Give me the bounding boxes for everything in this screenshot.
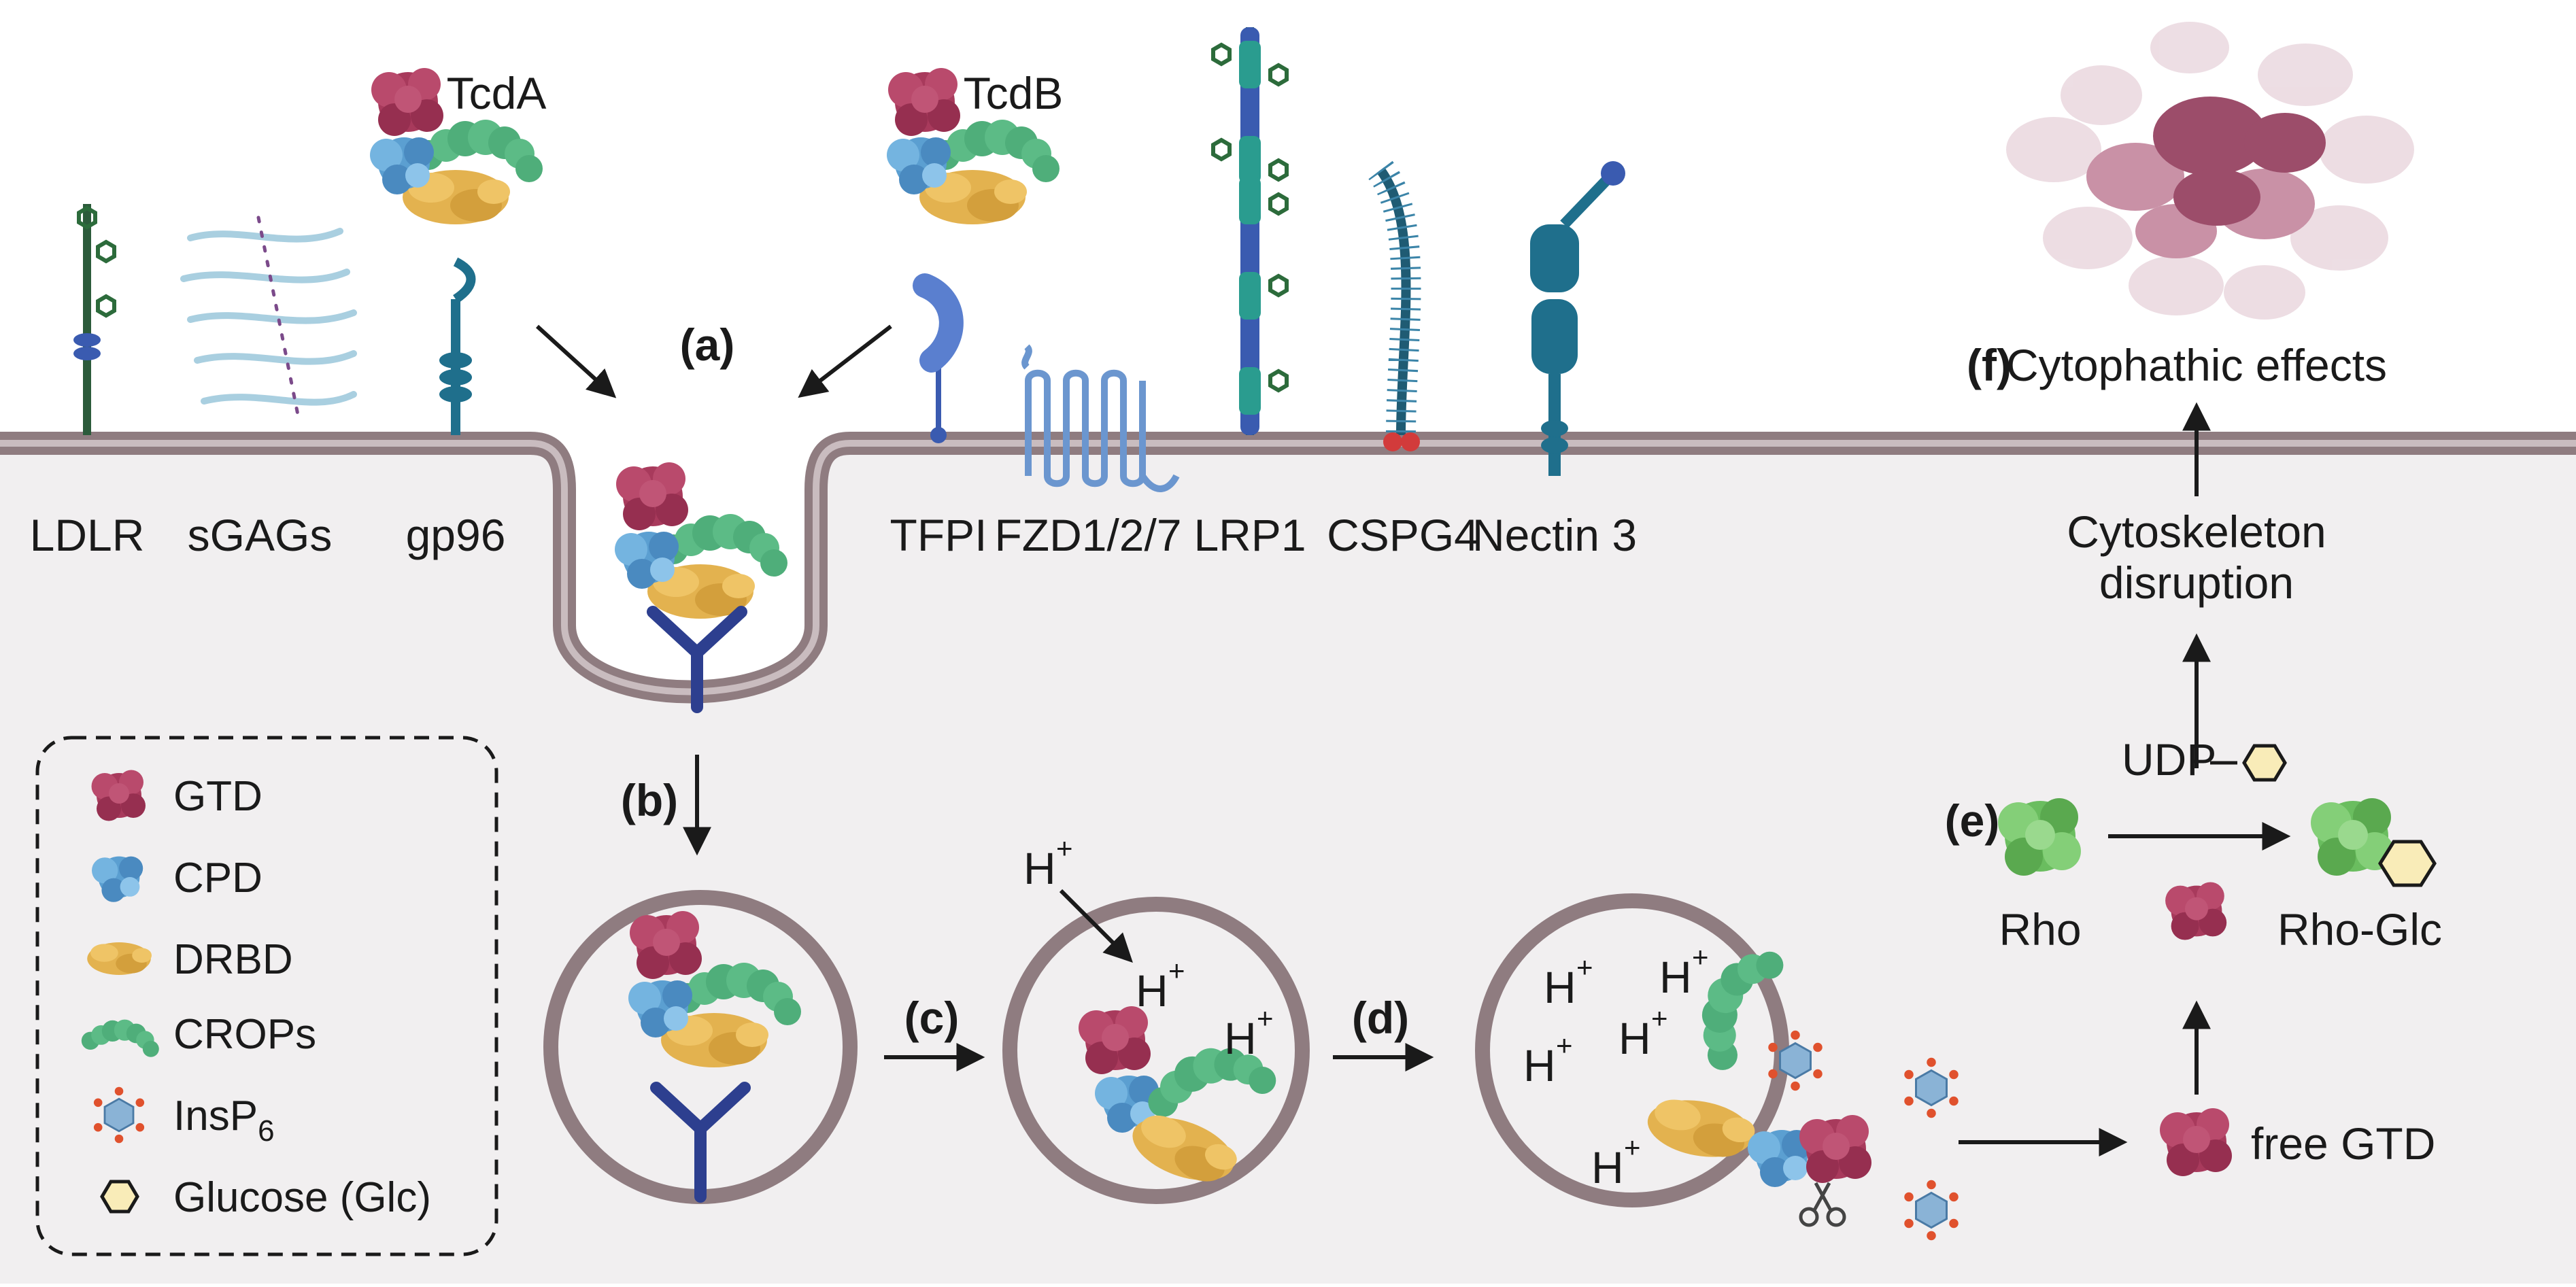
legend-gtd: GTD	[91, 770, 262, 821]
proton-endosome-3-d: H +	[1523, 1029, 1573, 1091]
svg-text:+: +	[1624, 1131, 1641, 1163]
step-b-label: (b)	[621, 775, 678, 825]
proton-endosome-2-a: H +	[1136, 955, 1185, 1016]
svg-text:+: +	[1692, 941, 1709, 973]
legend-cpd: CPD	[92, 855, 262, 902]
step-f-label: (f)	[1967, 340, 2012, 390]
endosome-2	[1002, 897, 1310, 1204]
proton-endosome-3-b: H +	[1659, 941, 1709, 1002]
tfpi-label: TFPI	[890, 510, 987, 560]
legend-insp6: InsP6	[92, 1086, 275, 1148]
cytoskeleton-label-line1: Cytoskeleton	[2067, 507, 2326, 557]
nectin3-label: Nectin 3	[1472, 510, 1637, 560]
legend-glucose: Glucose (Glc)	[100, 1174, 431, 1221]
svg-text:+: +	[1257, 1002, 1274, 1034]
tcda-label: TcdA	[447, 68, 547, 118]
svg-text:H: H	[1523, 1040, 1556, 1091]
fzd-label: FZD1/2/7	[994, 510, 1181, 560]
free-gtd-label: free GTD	[2251, 1118, 2435, 1169]
svg-text:H: H	[1619, 1013, 1651, 1063]
rho-glc-protein	[2311, 798, 2437, 887]
nectin3-receptor	[1530, 161, 1625, 476]
svg-text:H: H	[1023, 843, 1056, 893]
pit-toxin	[615, 462, 787, 619]
svg-text:+: +	[1651, 1002, 1668, 1034]
tfpi-receptor	[913, 273, 964, 443]
rho-protein	[1998, 798, 2081, 876]
arrow-proton-entry	[1059, 889, 1133, 963]
proton-endosome-3-e: H +	[1591, 1131, 1641, 1192]
svg-text:H: H	[1224, 1013, 1257, 1063]
step-a-label: (a)	[680, 320, 735, 370]
sgags-chains	[180, 216, 357, 424]
svg-text:+: +	[1056, 832, 1073, 864]
svg-text:DRBD: DRBD	[173, 936, 293, 983]
gp96-receptor	[439, 257, 476, 435]
svg-text:+: +	[1576, 951, 1593, 983]
cspg4-label: CSPG4	[1327, 510, 1479, 560]
fzd-receptor	[1021, 344, 1180, 492]
cytopathic-label: Cytophathic effects	[2006, 340, 2387, 390]
svg-text:Glucose (Glc): Glucose (Glc)	[173, 1174, 431, 1221]
svg-text:+: +	[1168, 955, 1185, 986]
svg-text:CROPs: CROPs	[173, 1011, 316, 1058]
proton-outside: H +	[1023, 832, 1073, 893]
svg-text:CPD: CPD	[173, 855, 262, 902]
scissors-icon	[1799, 1182, 1846, 1227]
step-d-label: (d)	[1352, 993, 1409, 1043]
ldlr-receptor	[73, 204, 114, 435]
arrow-tcda-to-endocytosis	[535, 324, 617, 398]
arrow-tcdb-to-endocytosis	[798, 324, 892, 398]
gp96-label: gp96	[406, 510, 506, 560]
step-e-label: (e)	[1945, 795, 2000, 846]
endosome-1-receptor	[650, 1082, 751, 1203]
pit-receptor	[647, 606, 747, 713]
proton-endosome-3-a: H +	[1544, 951, 1593, 1012]
proton-endosome-2-b: H +	[1224, 1002, 1274, 1063]
step-c-label: (c)	[904, 993, 960, 1043]
rho-glc-label: Rho-Glc	[2277, 904, 2442, 955]
udp-label: UDP	[2122, 734, 2216, 785]
legend-crops: CROPs	[81, 1011, 316, 1058]
sgags-label: sGAGs	[188, 510, 333, 560]
svg-text:H: H	[1591, 1142, 1624, 1192]
legend-box	[35, 736, 498, 1256]
tcdb-label: TcdB	[964, 68, 1064, 118]
svg-text:H: H	[1544, 962, 1576, 1012]
svg-text:+: +	[1556, 1029, 1573, 1061]
svg-text:InsP6: InsP6	[173, 1093, 275, 1148]
catalytic-gtd	[2165, 882, 2227, 940]
lrp1-label: LRP1	[1193, 510, 1306, 560]
lrp1-receptor	[1213, 27, 1287, 435]
proton-endosome-3-c: H +	[1619, 1002, 1668, 1063]
svg-text:GTD: GTD	[173, 773, 262, 820]
svg-text:H: H	[1659, 952, 1692, 1002]
rounded-cells-cluster	[2006, 22, 2414, 320]
svg-text:H: H	[1136, 965, 1168, 1016]
rho-label: Rho	[1999, 904, 2081, 955]
cspg4-receptor	[1368, 160, 1421, 451]
free-gtd	[2160, 1108, 2232, 1176]
ldlr-label: LDLR	[30, 510, 145, 560]
legend-drbd: DRBD	[87, 936, 293, 983]
udp-glucose-hexagon	[2242, 744, 2287, 782]
cytoskeleton-label-line2: disruption	[2099, 557, 2294, 608]
